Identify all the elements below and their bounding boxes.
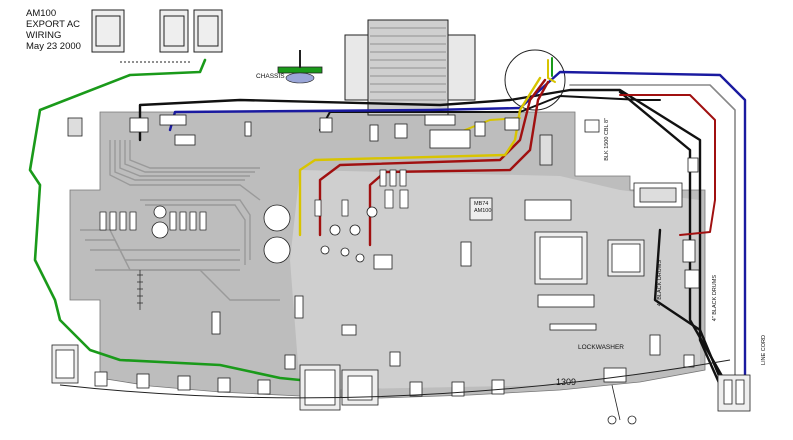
phone-jack-icon xyxy=(159,9,189,53)
right-side-parts xyxy=(633,157,751,412)
potentiometer-icon xyxy=(177,375,191,391)
integrated-circuits xyxy=(211,197,645,336)
black-drums-label: 4" BLACK DRUMS xyxy=(712,275,718,322)
chip-label: AM100 xyxy=(474,208,492,214)
potentiometer-icon xyxy=(94,371,108,387)
title-line: EXPORT AC xyxy=(26,19,81,30)
potentiometer-icon xyxy=(257,379,271,395)
black-wire xyxy=(653,228,727,392)
pcb-ref-label: BLK 1500 CBL 8" xyxy=(604,118,610,161)
red-wire xyxy=(318,78,547,237)
black-drums-label: 4" BLACK DRUMS xyxy=(657,260,663,307)
top-jacks xyxy=(91,9,223,63)
line-cord-label: LINE CORD xyxy=(761,335,767,365)
potentiometer-icon xyxy=(603,367,627,383)
blue-wire xyxy=(168,70,747,387)
chassis-ground xyxy=(277,50,323,84)
capacitors xyxy=(151,204,378,264)
red-wire xyxy=(368,80,550,247)
potentiometer-icon xyxy=(136,373,150,389)
title-line: AM100 xyxy=(26,8,57,19)
potentiometer-icon xyxy=(451,381,465,397)
wires xyxy=(28,57,747,392)
board-edge-curve xyxy=(59,359,731,399)
title-block: AM100 EXPORT AC WIRING May 23 2000 xyxy=(26,8,81,52)
title-line: WIRING xyxy=(26,30,62,41)
pcb-inner-area xyxy=(290,170,700,390)
grey-wire xyxy=(569,84,736,391)
lockwasher-label: LOCKWASHER xyxy=(578,344,624,351)
potentiometer-icon xyxy=(409,381,423,397)
transformer-icon xyxy=(344,19,476,116)
title-line: May 23 2000 xyxy=(26,41,81,52)
resistor-strip xyxy=(137,270,143,310)
chip-label: MB74 xyxy=(474,201,489,207)
board-number: 1309 xyxy=(556,377,577,387)
yellow-wire xyxy=(298,76,542,237)
black-wire xyxy=(319,95,661,131)
header-components xyxy=(67,114,600,166)
phone-jack-icon xyxy=(91,9,125,53)
pcb-traces xyxy=(80,140,280,301)
resistor-row xyxy=(99,169,409,231)
green-wire xyxy=(28,58,302,382)
potentiometer-icon xyxy=(491,379,505,395)
chassis-label: CHASSIS xyxy=(256,73,285,80)
potentiometer-icon xyxy=(217,377,231,393)
detail-circle xyxy=(504,49,566,111)
red-wire xyxy=(619,94,716,236)
phone-jack-icon xyxy=(193,9,223,53)
